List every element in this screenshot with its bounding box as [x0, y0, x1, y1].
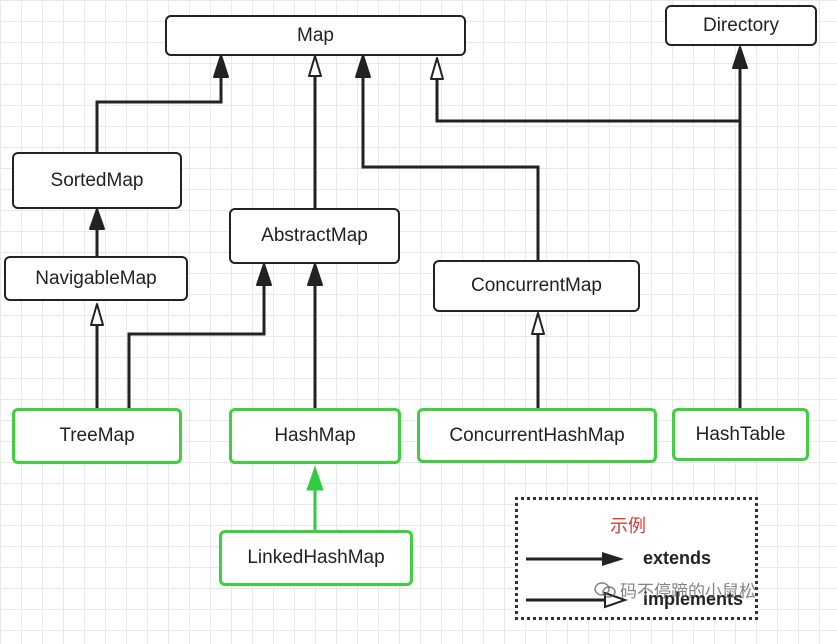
legend-implements-label: implements	[643, 589, 744, 609]
node-navigablemap-label: NavigableMap	[35, 267, 157, 289]
node-directory-label: Directory	[702, 14, 779, 36]
node-treemap-label: TreeMap	[59, 425, 135, 446]
legend-title: 示例	[610, 516, 646, 536]
edge-sortedmap-map	[95, 75, 223, 152]
node-hashmap: HashMap	[229, 408, 401, 464]
edge-concurrentmap-map	[361, 75, 540, 260]
node-hashtable-label: HashTable	[695, 423, 786, 445]
node-map-label: Map	[297, 24, 334, 46]
legend-arrows	[526, 552, 629, 609]
legend-extends-arrowhead	[602, 552, 624, 566]
edge-treemap-abstractmap	[127, 282, 266, 408]
arrowhead-hollow	[531, 312, 545, 335]
arrowhead-solid	[355, 54, 371, 78]
legend-box: 示例 extends implements	[515, 497, 758, 620]
node-map: Map	[165, 15, 466, 56]
node-concurrentmap-label: ConcurrentMap	[471, 275, 602, 296]
node-hashtable: HashTable	[672, 408, 809, 461]
node-linkedhashmap-label: LinkedHashMap	[247, 547, 385, 568]
edge-hashtable-map	[435, 79, 742, 408]
watermark: 码不停蹄的小鼠松	[594, 577, 756, 602]
node-concurrenthashmap-label: ConcurrentHashMap	[449, 424, 625, 446]
legend-extends-label: extends	[643, 548, 712, 568]
arrowhead-solid	[307, 263, 323, 286]
arrowhead-solid	[213, 54, 229, 78]
node-abstractmap: AbstractMap	[229, 208, 400, 264]
node-navigablemap: NavigableMap	[4, 256, 188, 301]
arrowhead-hollow	[308, 55, 322, 77]
node-directory: Directory	[665, 5, 817, 46]
arrowhead-hollow	[430, 57, 444, 80]
arrowhead-green	[306, 465, 324, 491]
node-abstractmap-label: AbstractMap	[261, 225, 368, 246]
node-sortedmap-label: SortedMap	[50, 169, 144, 191]
watermark-text: 码不停蹄的小鼠松	[620, 582, 756, 601]
node-concurrenthashmap: ConcurrentHashMap	[417, 408, 657, 463]
node-linkedhashmap: LinkedHashMap	[219, 530, 413, 586]
node-sortedmap: SortedMap	[12, 152, 182, 209]
arrowhead-solid	[89, 208, 105, 230]
node-hashmap-label: HashMap	[274, 425, 356, 446]
wechat-icon	[594, 581, 616, 598]
arrowhead-solid	[732, 46, 748, 69]
node-treemap: TreeMap	[12, 408, 182, 464]
arrowhead-solid	[256, 263, 272, 286]
arrowhead-hollow	[90, 303, 104, 326]
node-concurrentmap: ConcurrentMap	[433, 260, 640, 312]
